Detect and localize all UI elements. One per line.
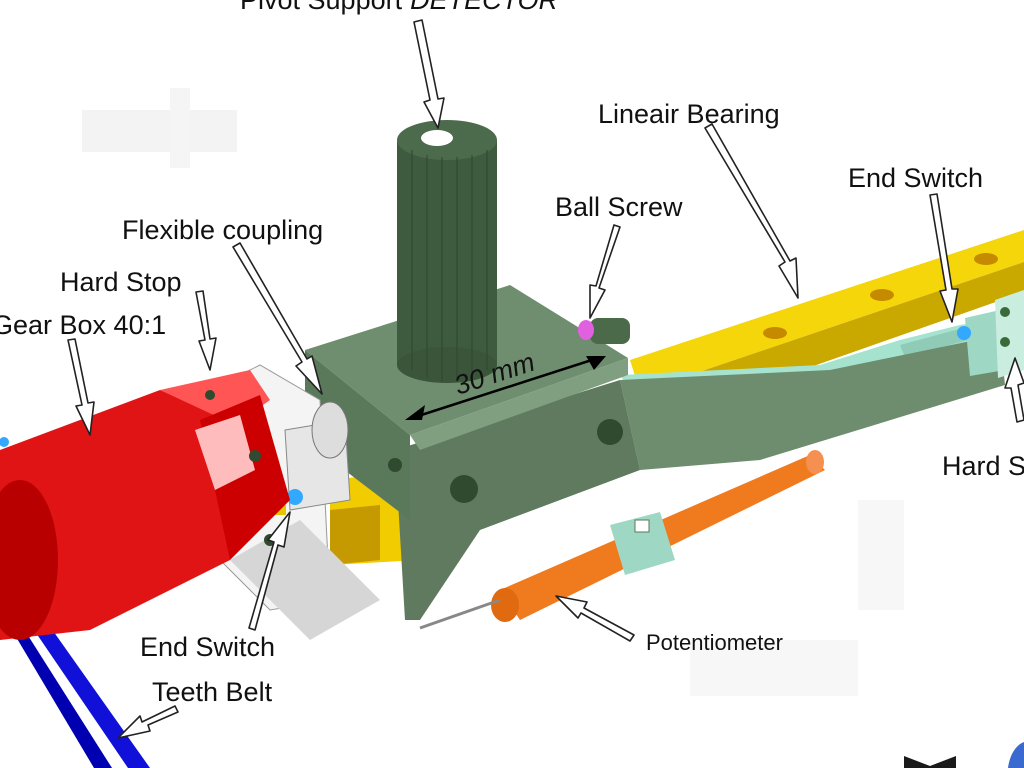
arrow-pivot-support <box>413 19 445 129</box>
background-artifact <box>858 500 904 610</box>
label-pivot-support-detector: DETECTOR <box>410 0 558 15</box>
end-switch-right-part <box>957 290 1024 378</box>
ball-screw-nut <box>578 318 630 344</box>
label-hard-stop-right: Hard S <box>942 451 1024 481</box>
motor-gearbox <box>0 370 290 640</box>
arrow-end-switch-right <box>929 193 959 323</box>
arrow-end-switch-left <box>248 511 291 631</box>
label-potentiometer: Potentiometer <box>646 630 783 655</box>
label-pivot-support-text: Pivot Support <box>240 0 403 15</box>
arrow-hard-stop-left <box>195 290 217 371</box>
label-end-switch-right: End Switch <box>848 163 983 193</box>
arrow-gear-box <box>67 338 95 436</box>
detector-cylinder <box>397 120 497 383</box>
dimension-line <box>405 356 606 420</box>
corner-logo <box>904 742 1024 768</box>
potentiometer-part <box>419 450 825 630</box>
label-gear-box: Gear Box 40:1 <box>0 310 166 340</box>
arrow-ball-screw <box>589 224 621 319</box>
label-end-switch-left: End Switch <box>140 632 275 662</box>
background-artifact <box>82 110 237 152</box>
label-teeth-belt: Teeth Belt <box>152 677 273 707</box>
label-ball-screw: Ball Screw <box>555 192 683 222</box>
arrow-flexible-coupling <box>232 242 323 395</box>
carriage-arm <box>395 335 1005 620</box>
label-pivot-support: Pivot Support DETECTOR <box>240 0 558 15</box>
arrow-teeth-belt <box>117 705 179 739</box>
background-artifact <box>170 88 190 168</box>
label-hard-stop-left: Hard Stop <box>60 267 182 297</box>
callout-arrows <box>67 19 1024 739</box>
label-flexible-coupling: Flexible coupling <box>122 215 323 245</box>
arrow-potentiometer <box>555 595 635 642</box>
arrow-lineair-bearing <box>704 123 799 299</box>
arrow-hard-stop-right <box>1004 357 1024 423</box>
label-lineair-bearing: Lineair Bearing <box>598 99 780 129</box>
background-artifact <box>690 640 858 696</box>
